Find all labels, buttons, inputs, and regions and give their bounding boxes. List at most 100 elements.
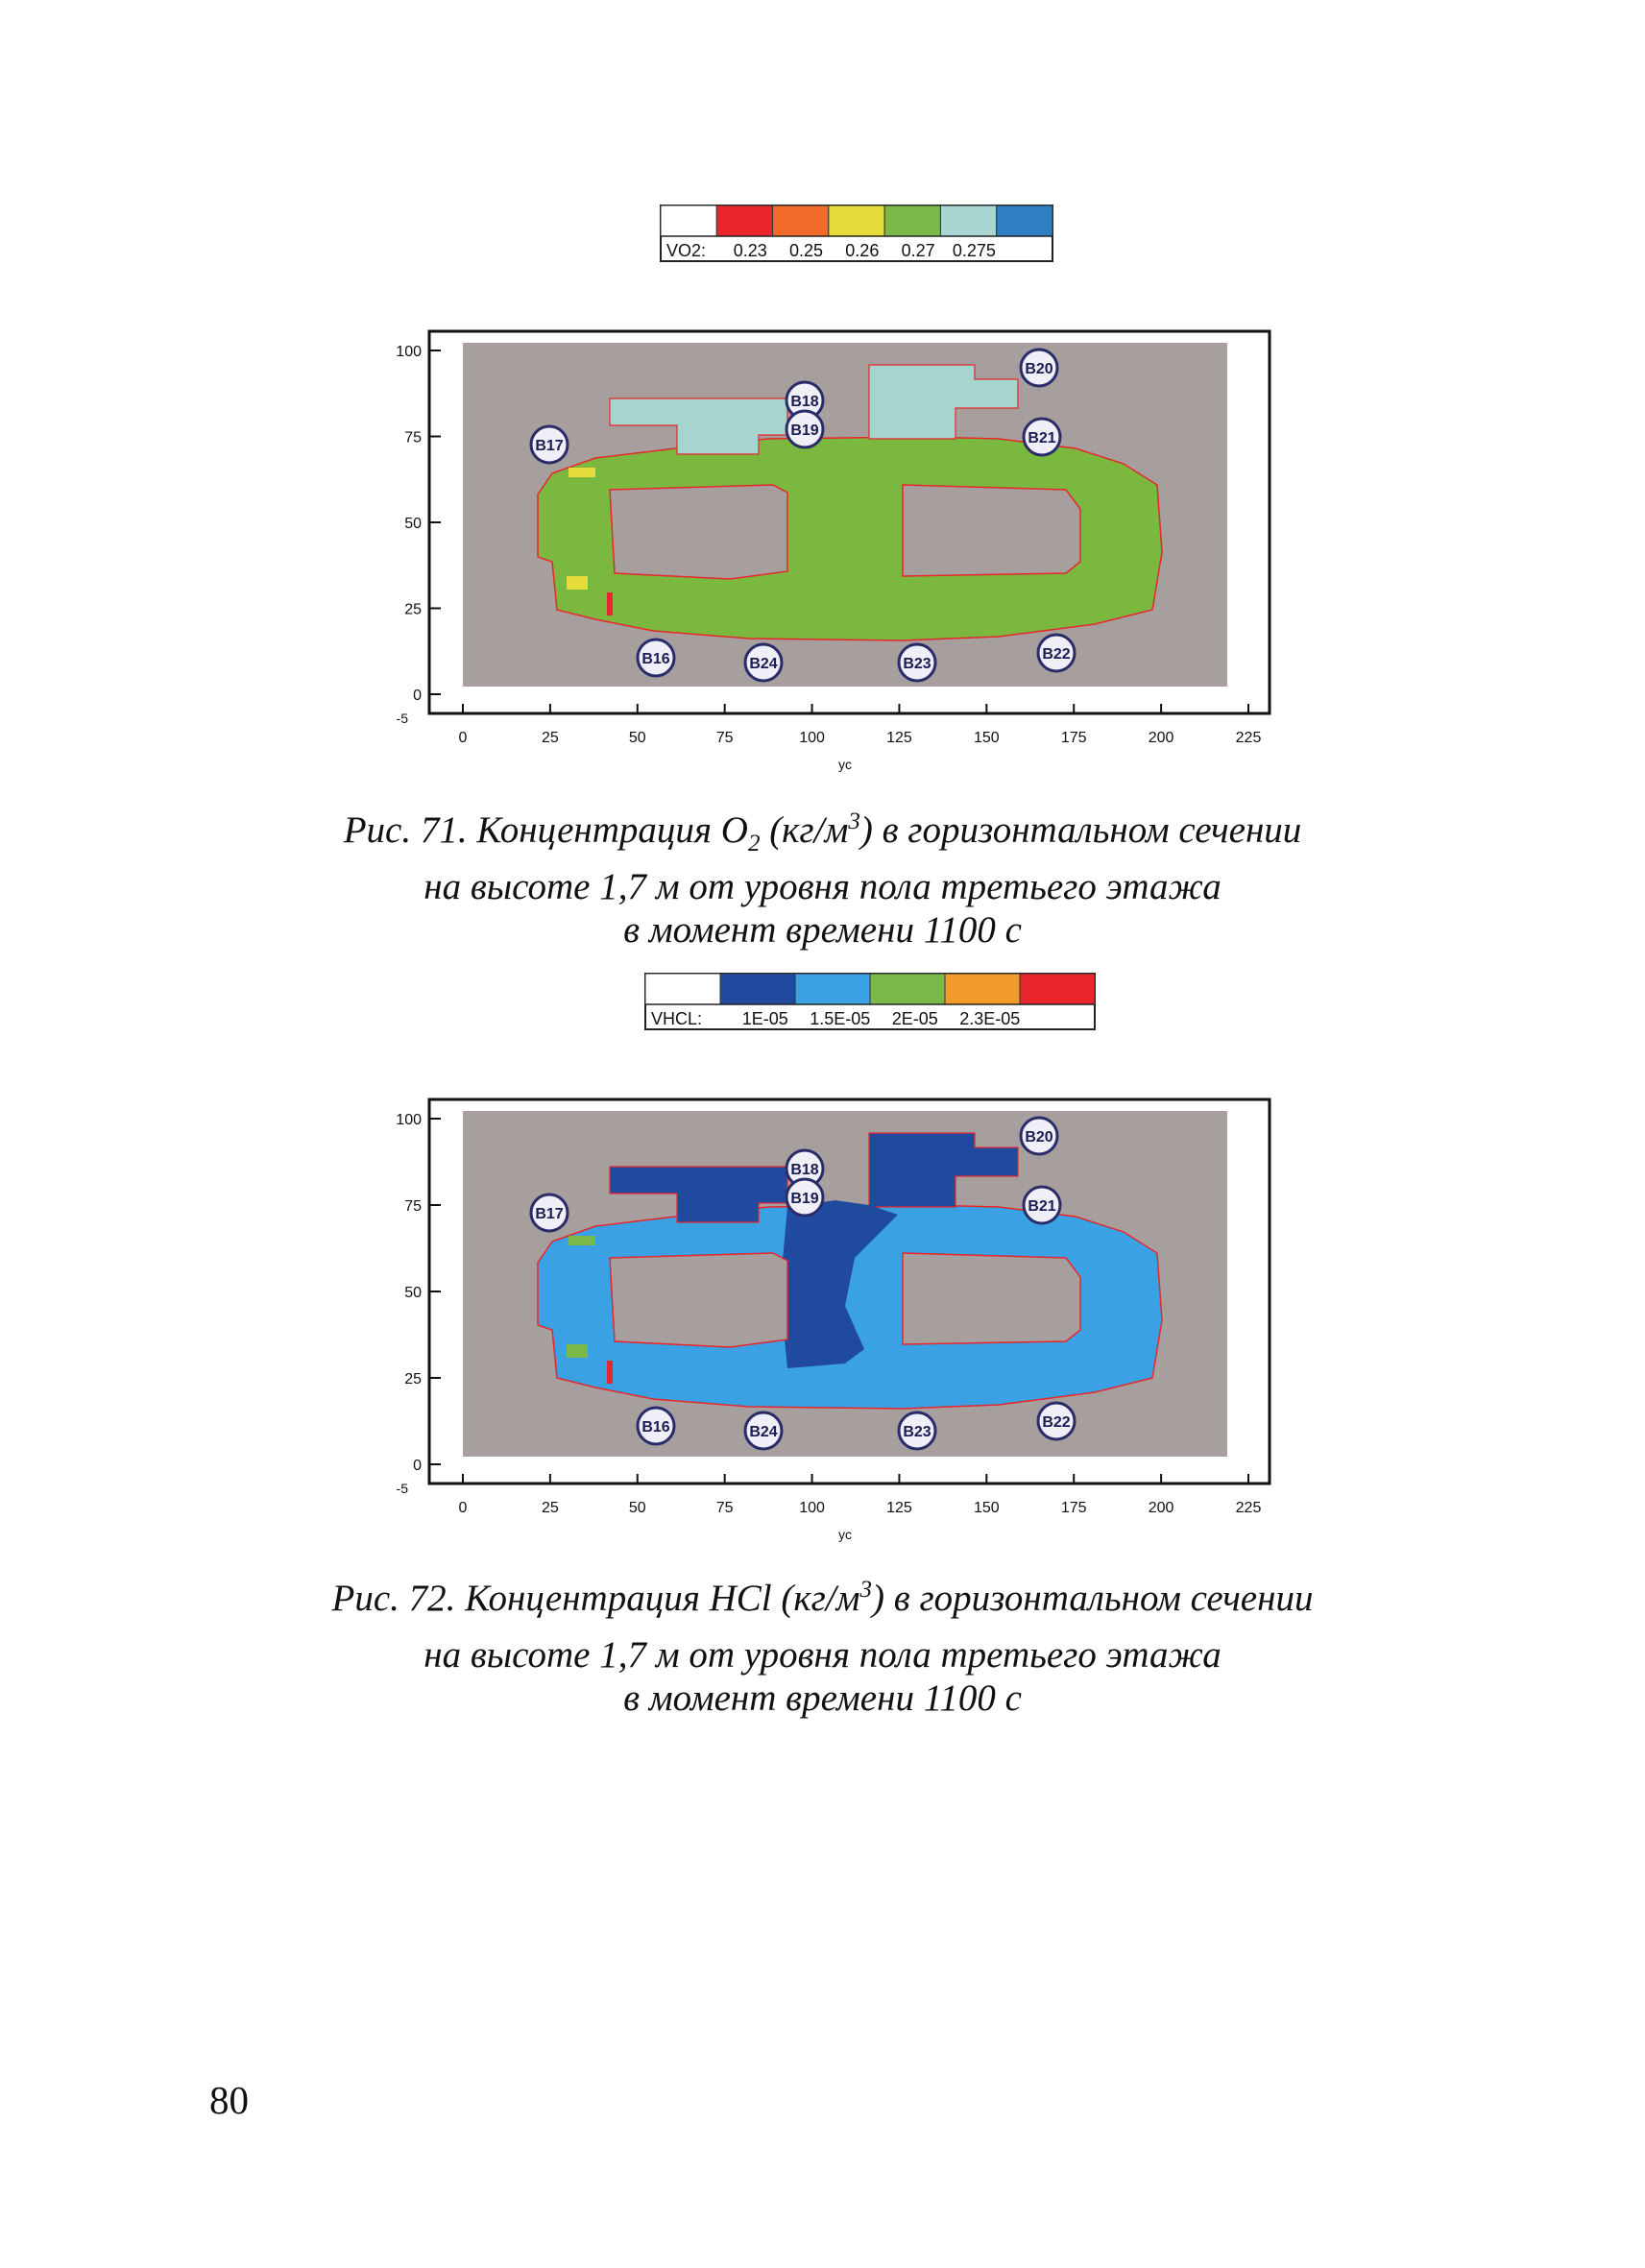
x-tick-label: 125 bbox=[886, 730, 912, 746]
legend-swatch bbox=[715, 205, 774, 237]
inner-hole-right bbox=[902, 1252, 1081, 1345]
sensor-label: B16 bbox=[641, 651, 669, 667]
x-tick-label: 150 bbox=[974, 1500, 1000, 1516]
sensor-marker bbox=[636, 1406, 676, 1446]
legend-swatch bbox=[644, 973, 721, 1005]
accent-edge-mark bbox=[607, 592, 613, 615]
sensor-marker bbox=[1019, 1116, 1059, 1156]
accent-blob bbox=[568, 468, 595, 477]
y-tick-label: 75 bbox=[404, 1198, 422, 1215]
sensor-label: B18 bbox=[790, 394, 818, 410]
sensor-marker bbox=[1022, 417, 1062, 457]
legend-swatch bbox=[939, 205, 998, 237]
y-tick-label: 75 bbox=[404, 430, 422, 446]
top-right-corridor bbox=[868, 364, 1019, 440]
x-tick-label: 25 bbox=[542, 730, 559, 746]
sensor-marker bbox=[897, 1411, 937, 1451]
x-tick-label: 200 bbox=[1149, 1500, 1174, 1516]
legend-tick-label: 2.3E-05 bbox=[959, 1009, 1020, 1028]
legend-variable-label: VHCL: bbox=[651, 1009, 702, 1028]
legend-tick-label: 2E-05 bbox=[892, 1009, 938, 1028]
fig71-caption-line3: в момент времени 1100 с bbox=[623, 908, 1022, 951]
sensor-marker bbox=[743, 642, 784, 683]
x-tick-label: 0 bbox=[459, 1500, 468, 1516]
legend-tick-label: 0.25 bbox=[789, 241, 823, 260]
sensor-marker bbox=[785, 409, 825, 449]
top-left-corridor bbox=[609, 398, 788, 455]
sensor-label: B19 bbox=[790, 1191, 818, 1207]
legend-swatch bbox=[794, 973, 871, 1005]
sensor-label: B22 bbox=[1042, 646, 1070, 663]
sensor-marker bbox=[1019, 348, 1059, 388]
sensor-marker bbox=[1036, 1401, 1077, 1441]
sensor-marker bbox=[1022, 1185, 1062, 1225]
sensor-marker bbox=[636, 638, 676, 678]
fig72-caption-line2: на высоте 1,7 м от уровня пола третьего … bbox=[423, 1633, 1222, 1676]
x-tick-label: 175 bbox=[1061, 730, 1087, 746]
y-tick-label: 50 bbox=[404, 516, 422, 532]
sensor-marker bbox=[785, 1177, 825, 1218]
legend-tick-label: 0.23 bbox=[734, 241, 767, 260]
legend-tick-label: 0.27 bbox=[902, 241, 935, 260]
sensor-label: B20 bbox=[1025, 1129, 1052, 1146]
legend-swatch bbox=[660, 205, 717, 237]
fig72-caption: Рис. 72. Концентрация HCl (кг/м3) в гори… bbox=[0, 1568, 1645, 1720]
sensor-marker bbox=[529, 1193, 569, 1233]
legend-tick-label: 1.5E-05 bbox=[810, 1009, 870, 1028]
sensor-label: B23 bbox=[903, 656, 931, 672]
sensor-label: B17 bbox=[535, 1206, 563, 1222]
sensor-label: B24 bbox=[749, 656, 777, 672]
accent-blob bbox=[567, 576, 588, 590]
x-axis-label: yc bbox=[838, 757, 852, 772]
x-tick-label: 75 bbox=[716, 730, 734, 746]
fig72-caption-line3: в момент времени 1100 с bbox=[623, 1677, 1022, 1719]
y-tick-label: 100 bbox=[396, 1112, 422, 1128]
x-tick-label: 50 bbox=[629, 730, 646, 746]
sensor-label: B24 bbox=[749, 1424, 777, 1440]
accent-blob bbox=[568, 1236, 595, 1245]
legend-swatch bbox=[828, 205, 885, 237]
x-tick-label: 225 bbox=[1236, 730, 1262, 746]
inner-hole-left bbox=[609, 484, 788, 580]
sensor-label: B21 bbox=[1028, 430, 1055, 446]
legend-swatch bbox=[772, 205, 830, 237]
y-tick-label: 100 bbox=[396, 344, 422, 360]
sensor-label: B23 bbox=[903, 1424, 931, 1440]
corner-label: -5 bbox=[397, 1481, 409, 1496]
sensor-label: B22 bbox=[1042, 1414, 1070, 1431]
y-tick-label: 25 bbox=[404, 1371, 422, 1387]
inner-hole-left bbox=[609, 1252, 788, 1348]
legend-swatch bbox=[869, 973, 946, 1005]
x-axis-label: yc bbox=[838, 1527, 852, 1542]
legend-tick-label: 0.26 bbox=[845, 241, 879, 260]
sensor-marker bbox=[743, 1411, 784, 1451]
accent-edge-mark bbox=[607, 1361, 613, 1384]
legend-swatch bbox=[944, 973, 1021, 1005]
sensor-label: B17 bbox=[535, 438, 563, 454]
sensor-label: B18 bbox=[790, 1162, 818, 1178]
sensor-marker bbox=[897, 642, 937, 683]
x-tick-label: 225 bbox=[1236, 1500, 1262, 1516]
x-tick-label: 150 bbox=[974, 730, 1000, 746]
x-tick-label: 25 bbox=[542, 1500, 559, 1516]
legend-swatch bbox=[883, 205, 941, 237]
sensor-label: B16 bbox=[641, 1419, 669, 1436]
fig71-caption-line1: Рис. 71. Концентрация O2 (кг/м3) в гориз… bbox=[343, 808, 1302, 857]
x-tick-label: 200 bbox=[1149, 730, 1174, 746]
x-tick-label: 0 bbox=[459, 730, 468, 746]
x-tick-label: 175 bbox=[1061, 1500, 1087, 1516]
legend-swatch bbox=[996, 205, 1053, 237]
y-tick-label: 50 bbox=[404, 1285, 422, 1301]
page-number: 80 bbox=[209, 2078, 249, 2122]
legend-tick-label: 0.275 bbox=[953, 241, 996, 260]
y-tick-label: 0 bbox=[413, 688, 422, 704]
x-tick-label: 100 bbox=[799, 1500, 825, 1516]
fig71-caption-line2: на высоте 1,7 м от уровня пола третьего … bbox=[423, 865, 1222, 907]
sensor-marker bbox=[1036, 633, 1077, 673]
accent-blob bbox=[567, 1344, 588, 1358]
x-tick-label: 75 bbox=[716, 1500, 734, 1516]
